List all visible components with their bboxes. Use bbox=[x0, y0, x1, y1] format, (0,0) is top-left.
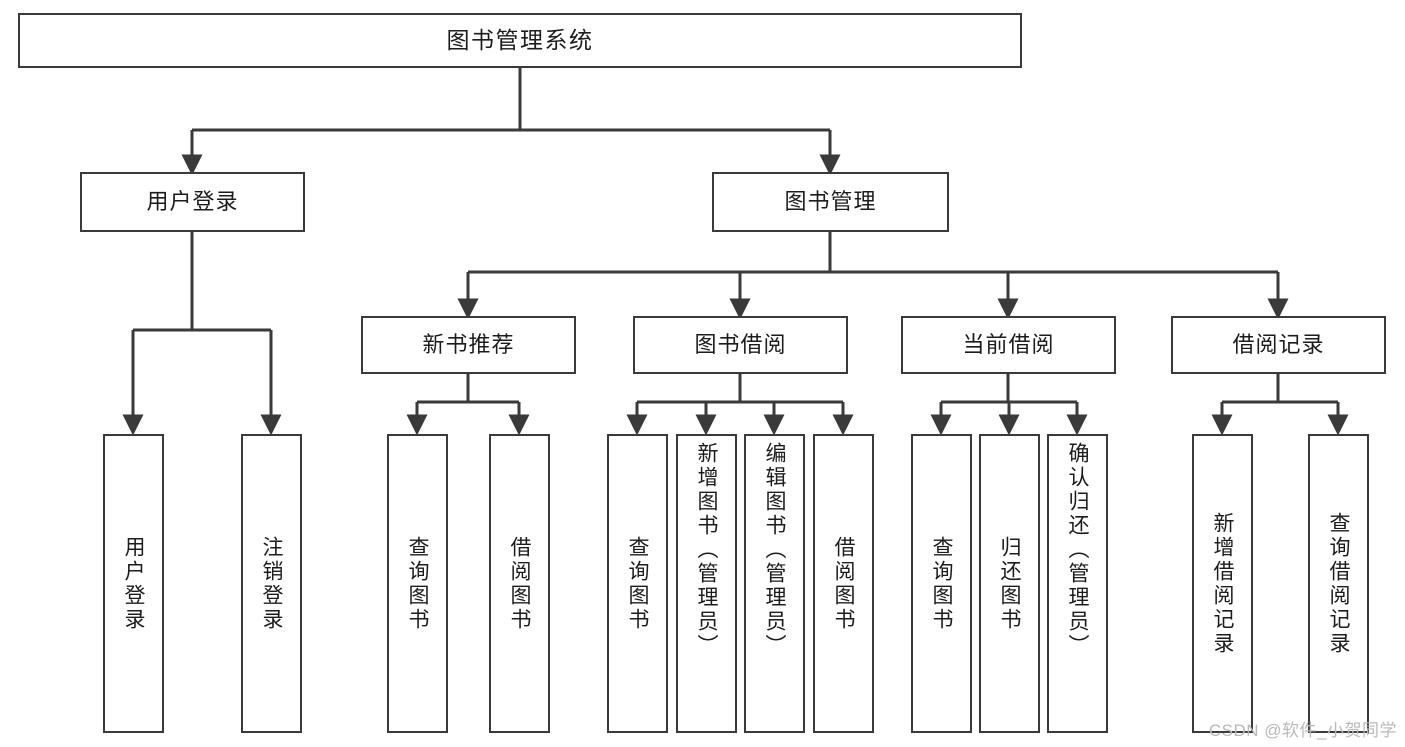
node-leaf-query-book-3-label: 查询图书 bbox=[930, 535, 953, 632]
node-leaf-user-login-label: 用户登录 bbox=[122, 535, 145, 632]
node-user-login-label: 用户登录 bbox=[146, 188, 239, 214]
node-leaf-query-book-1[interactable]: 查询图书 bbox=[387, 434, 448, 733]
node-leaf-logout-label: 注销登录 bbox=[260, 535, 283, 632]
node-new-book-recommend-label: 新书推荐 bbox=[422, 331, 515, 357]
node-leaf-borrow-book-1[interactable]: 借阅图书 bbox=[489, 434, 550, 733]
node-borrow-records[interactable]: 借阅记录 bbox=[1171, 316, 1386, 374]
node-book-borrow[interactable]: 图书借阅 bbox=[633, 316, 848, 374]
node-book-management[interactable]: 图书管理 bbox=[712, 172, 949, 232]
node-leaf-borrow-book-2[interactable]: 借阅图书 bbox=[813, 434, 874, 733]
node-leaf-query-book-2-label: 查询图书 bbox=[626, 535, 649, 632]
node-leaf-logout[interactable]: 注销登录 bbox=[241, 434, 302, 733]
node-leaf-add-borrow-record[interactable]: 新增借阅记录 bbox=[1192, 434, 1253, 733]
node-leaf-add-book-admin[interactable]: 新增图书（管理员） bbox=[676, 434, 737, 733]
node-book-management-label: 图书管理 bbox=[784, 188, 877, 214]
node-root[interactable]: 图书管理系统 bbox=[18, 13, 1022, 68]
node-user-login[interactable]: 用户登录 bbox=[80, 172, 305, 232]
node-leaf-query-book-3[interactable]: 查询图书 bbox=[911, 434, 972, 733]
node-leaf-borrow-book-1-label: 借阅图书 bbox=[508, 535, 531, 632]
node-leaf-confirm-return-admin[interactable]: 确认归还（管理员） bbox=[1047, 434, 1108, 733]
node-leaf-borrow-book-2-label: 借阅图书 bbox=[832, 535, 855, 632]
node-leaf-query-book-2[interactable]: 查询图书 bbox=[607, 434, 668, 733]
node-leaf-edit-book-admin[interactable]: 编辑图书（管理员） bbox=[744, 434, 805, 733]
node-leaf-query-book-1-label: 查询图书 bbox=[406, 535, 429, 632]
watermark: CSDN @软件_小贺同学 bbox=[1208, 721, 1397, 740]
node-borrow-records-label: 借阅记录 bbox=[1232, 331, 1325, 357]
node-new-book-recommend[interactable]: 新书推荐 bbox=[361, 316, 576, 374]
node-leaf-query-borrow-record-label: 查询借阅记录 bbox=[1327, 511, 1350, 656]
node-leaf-add-book-admin-label: 新增图书（管理员） bbox=[695, 442, 718, 658]
node-book-borrow-label: 图书借阅 bbox=[694, 331, 787, 357]
node-leaf-return-book-label: 归还图书 bbox=[998, 535, 1021, 632]
node-current-borrow-label: 当前借阅 bbox=[962, 331, 1055, 357]
node-leaf-query-borrow-record[interactable]: 查询借阅记录 bbox=[1308, 434, 1369, 733]
node-root-label: 图书管理系统 bbox=[446, 26, 594, 53]
node-leaf-add-borrow-record-label: 新增借阅记录 bbox=[1211, 511, 1234, 656]
node-leaf-return-book[interactable]: 归还图书 bbox=[979, 434, 1040, 733]
node-leaf-edit-book-admin-label: 编辑图书（管理员） bbox=[763, 442, 786, 658]
node-leaf-user-login[interactable]: 用户登录 bbox=[103, 434, 164, 733]
node-leaf-confirm-return-admin-label: 确认归还（管理员） bbox=[1066, 442, 1089, 658]
node-current-borrow[interactable]: 当前借阅 bbox=[901, 316, 1116, 374]
